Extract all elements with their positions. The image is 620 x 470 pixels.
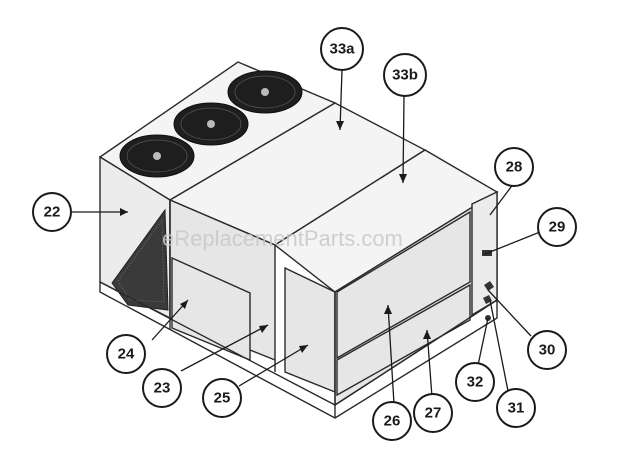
callout-32: 32 (455, 362, 495, 402)
callout-30: 30 (527, 330, 567, 370)
fan-1 (119, 134, 195, 178)
callout-27: 27 (413, 393, 453, 433)
callout-33b: 33b (383, 53, 427, 97)
callout-26: 26 (372, 401, 412, 441)
leader-lines (72, 69, 541, 405)
callout-33a: 33a (320, 27, 364, 71)
callout-22: 22 (32, 192, 72, 232)
callout-26-label: 26 (384, 413, 401, 430)
callout-23-label: 23 (154, 380, 171, 397)
callout-31: 31 (496, 388, 536, 428)
callout-29: 29 (537, 207, 577, 247)
callout-30-label: 30 (539, 342, 556, 359)
callout-33b-label: 33b (392, 67, 418, 84)
callout-25-label: 25 (214, 390, 231, 407)
callout-24: 24 (106, 334, 146, 374)
access-panel-26 (336, 210, 471, 360)
fan-3 (227, 70, 303, 114)
callout-25: 25 (202, 378, 242, 418)
callout-31-label: 31 (508, 400, 525, 417)
callout-27-label: 27 (425, 405, 442, 422)
callout-33a-label: 33a (329, 41, 355, 58)
callout-28: 28 (494, 147, 534, 187)
condenser-coil-grille (111, 208, 169, 311)
callout-23: 23 (142, 368, 182, 408)
fan-2 (173, 102, 249, 146)
callout-22-label: 22 (44, 204, 61, 221)
unit-cabinet (98, 61, 499, 419)
callout-32-label: 32 (467, 374, 484, 391)
callout-29-label: 29 (549, 219, 566, 236)
condenser-fans (119, 70, 303, 178)
callout-28-label: 28 (506, 159, 523, 176)
watermark-text: eReplacementParts.com (162, 226, 403, 251)
access-panel-27 (336, 283, 471, 397)
callout-24-label: 24 (118, 346, 135, 363)
